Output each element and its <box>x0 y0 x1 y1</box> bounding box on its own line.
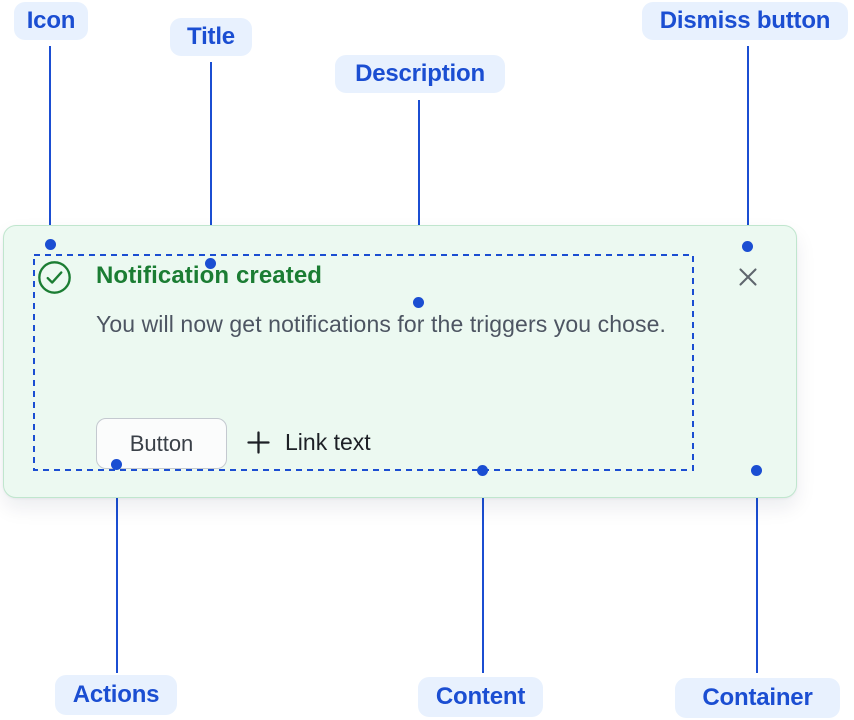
container-connector-dot <box>751 465 762 476</box>
description-connector-line <box>418 100 420 303</box>
actions-label: Actions <box>55 675 177 715</box>
description-label: Description <box>335 55 505 93</box>
dismiss-button-label: Dismiss button <box>642 2 848 40</box>
description-connector-dot <box>413 297 424 308</box>
title-label: Title <box>170 18 252 56</box>
icon-label: Icon <box>14 2 88 40</box>
icon-connector-dot <box>45 239 56 250</box>
container-label: Container <box>675 678 840 718</box>
link-action[interactable]: Link text <box>245 429 371 456</box>
content-label: Content <box>418 677 543 717</box>
content-connector-line <box>482 471 484 673</box>
plus-icon <box>247 431 270 454</box>
notification-description: You will now get notifications for the t… <box>96 311 667 337</box>
actions-connector-dot <box>111 459 122 470</box>
actions-connector-line <box>116 465 118 673</box>
dismiss-connector-dot <box>742 241 753 252</box>
cross-icon <box>739 268 757 286</box>
title-connector-dot <box>205 258 216 269</box>
success-check-circle-icon <box>38 261 71 294</box>
container-connector-line <box>756 471 758 673</box>
dismiss-connector-line <box>747 46 749 247</box>
dismiss-button[interactable] <box>731 260 765 294</box>
icon-connector-line <box>49 46 51 245</box>
link-action-label: Link text <box>285 429 371 455</box>
title-connector-line <box>210 62 212 264</box>
content-connector-dot <box>477 465 488 476</box>
